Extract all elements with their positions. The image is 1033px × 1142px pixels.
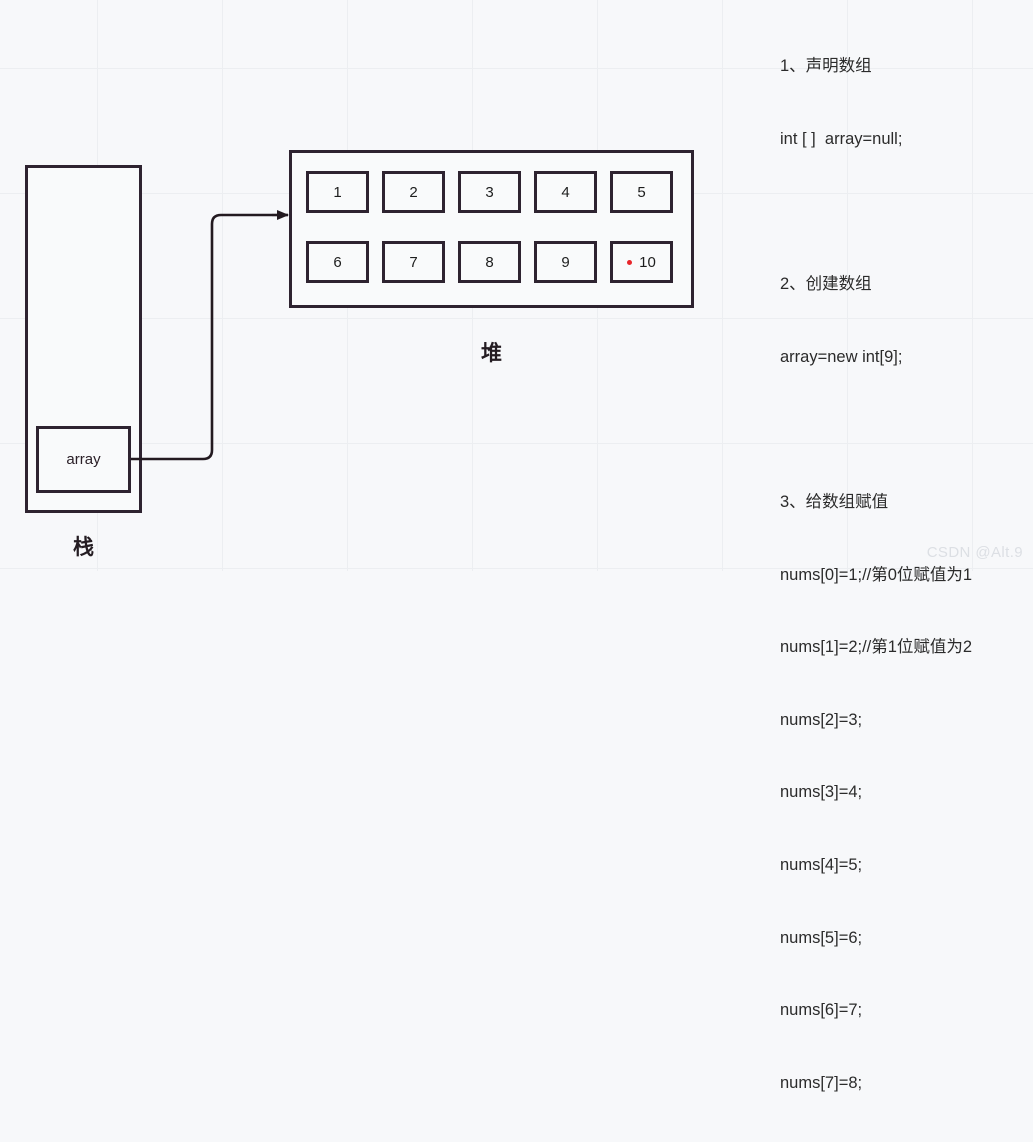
heap-cell: 10: [610, 241, 673, 283]
heap-cell-value: 6: [333, 253, 342, 271]
heap-cell-value: 8: [485, 253, 494, 271]
heap-cell-value: 10: [639, 253, 656, 271]
heap-cell-value: 4: [561, 183, 570, 201]
note-line: array=new int[9];: [780, 347, 903, 366]
note-line: nums[1]=2;//第1位赋值为2: [780, 638, 973, 657]
heap-cell: 3: [458, 171, 521, 213]
heap-cell: 4: [534, 171, 597, 213]
heap-cell-value: 9: [561, 253, 570, 271]
note-line-blank: [780, 417, 1030, 441]
heap-cell: 6: [306, 241, 369, 283]
heap-cell-value: 5: [637, 183, 646, 201]
heap-cell: 5: [610, 171, 673, 213]
note-line: 3、给数组赋值: [780, 492, 889, 511]
heap-cell-value: 3: [485, 183, 494, 201]
heap-row: 6 7 8 9 10: [306, 241, 673, 283]
note-line: nums[3]=4;: [780, 783, 863, 802]
red-dot-icon: [627, 259, 633, 265]
arrowhead-icon: [277, 210, 289, 220]
heap-cell: 9: [534, 241, 597, 283]
note-line: nums[6]=7;: [780, 1001, 863, 1020]
note-line: nums[2]=3;: [780, 710, 863, 729]
note-line: nums[7]=8;: [780, 1073, 863, 1092]
heap-cell-value: 7: [409, 253, 418, 271]
note-line: nums[4]=5;: [780, 855, 863, 874]
heap-cell: 8: [458, 241, 521, 283]
heap-row: 1 2 3 4 5: [306, 171, 673, 213]
heap-cell: 1: [306, 171, 369, 213]
heap-cell: 2: [382, 171, 445, 213]
watermark: CSDN @Alt.9: [926, 544, 1023, 561]
note-line: nums[5]=6;: [780, 928, 863, 947]
heap-cell-value: 1: [333, 183, 342, 201]
stack-slot-label: array: [66, 451, 101, 468]
diagram-canvas: array 栈 1 2 3 4 5 6 7 8 9 10 堆 1、声明数组: [0, 0, 1033, 1092]
stack-caption: 栈: [73, 536, 94, 559]
code-notes-column: 1、声明数组 int [ ] array=null; 2、创建数组 array=…: [780, 6, 1030, 1142]
note-line: int [ ] array=null;: [780, 130, 903, 148]
note-line: 1、声明数组: [780, 57, 872, 76]
heap-container: 1 2 3 4 5 6 7 8 9 10: [289, 150, 694, 308]
heap-caption: 堆: [481, 342, 502, 365]
note-line: nums[0]=1;//第0位赋值为1: [780, 565, 973, 584]
heap-cell-value: 2: [409, 183, 418, 201]
note-line-blank: [780, 200, 1030, 224]
stack-slot-array: array: [36, 426, 131, 493]
heap-cell: 7: [382, 241, 445, 283]
note-line: 2、创建数组: [780, 275, 872, 294]
